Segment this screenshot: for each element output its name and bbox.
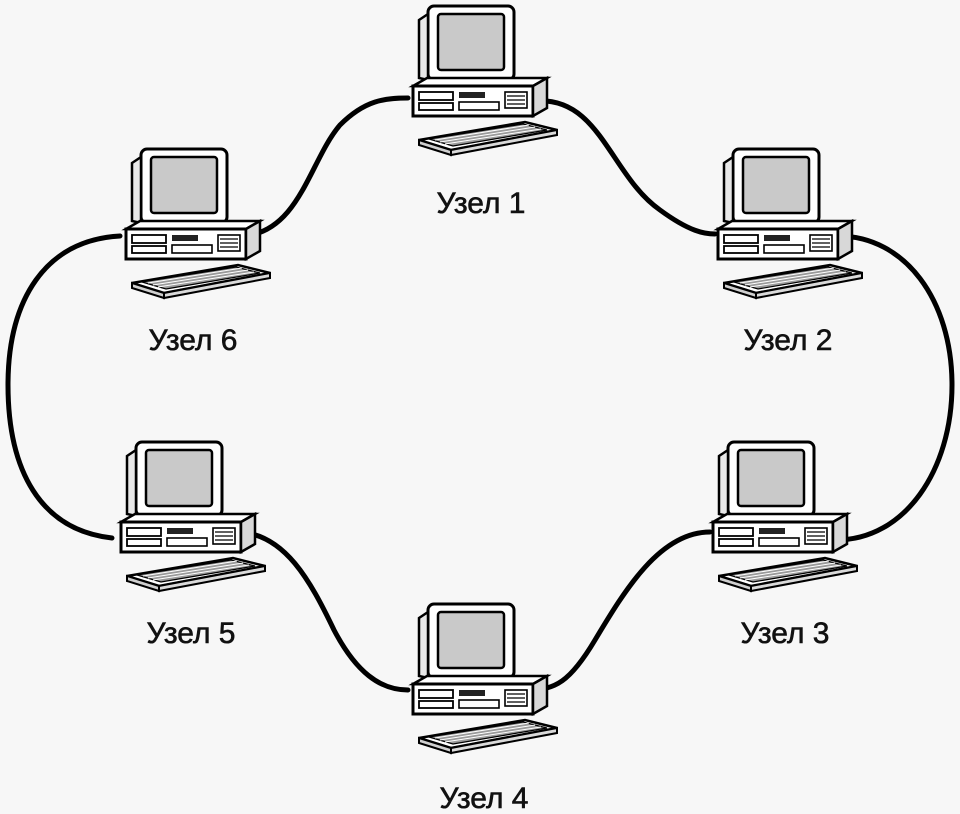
link-node4-node5	[237, 529, 411, 693]
link-node3-node4	[525, 529, 713, 693]
node-2: Узел 2	[716, 147, 864, 357]
desktop-computer-icon	[716, 147, 864, 300]
desktop-computer-icon	[711, 440, 859, 593]
link-node6-node1	[242, 95, 411, 239]
desktop-computer-icon	[411, 4, 559, 157]
node-5: Узел 5	[119, 440, 267, 650]
link-node1-node2	[532, 98, 718, 237]
node-label: Узел 4	[439, 782, 528, 814]
desktop-computer-icon	[124, 147, 272, 300]
node-label: Узел 3	[740, 617, 829, 650]
node-label: Узел 1	[436, 187, 525, 220]
node-label: Узел 6	[148, 324, 237, 357]
node-label: Узел 2	[743, 324, 832, 357]
link-node5-node6	[5, 233, 123, 541]
node-label: Узел 5	[146, 617, 235, 650]
desktop-computer-icon	[411, 602, 559, 755]
link-node2-node3	[833, 233, 955, 543]
node-4: Узел 4	[411, 602, 559, 814]
desktop-computer-icon	[119, 440, 267, 593]
node-6: Узел 6	[124, 147, 272, 357]
node-3: Узел 3	[711, 440, 859, 650]
node-1: Узел 1	[411, 4, 559, 220]
